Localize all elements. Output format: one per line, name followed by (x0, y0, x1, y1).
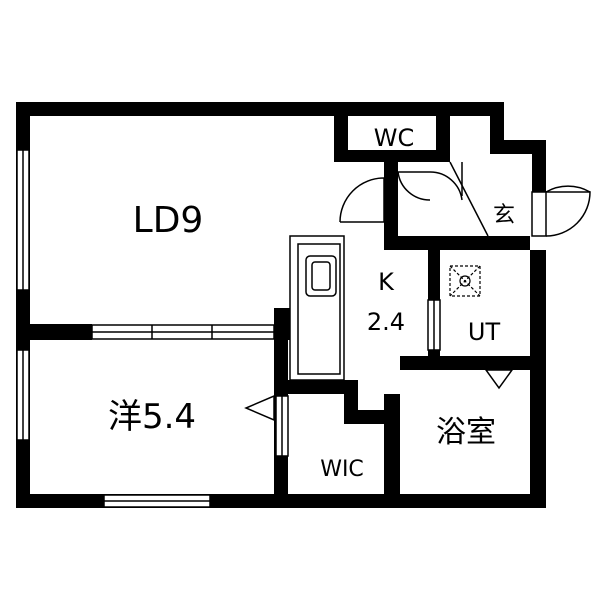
entrance-step (449, 161, 489, 237)
wall-entrance-right (532, 140, 546, 192)
arrow-marker-icon (484, 369, 514, 390)
arrow-marker-icon (244, 394, 275, 422)
wall-hall-left (384, 162, 398, 236)
door-swing-icon[interactable] (339, 177, 385, 223)
wall-wc-right (436, 102, 450, 162)
wall-bath-top (400, 356, 530, 370)
wall-right-upper (490, 102, 504, 142)
sliding-door-rail[interactable] (427, 299, 441, 351)
wall-wic-step-h (344, 410, 400, 424)
sliding-door-rail[interactable] (91, 324, 275, 340)
window-icon (16, 149, 211, 508)
sink-icon (305, 255, 337, 297)
room-label-ld: LD9 (133, 200, 204, 241)
room-label-kitchen: K (378, 268, 395, 296)
wall-top (16, 102, 504, 116)
room-label-wic: WIC (320, 457, 364, 482)
wall-wc-bottom (334, 150, 444, 162)
room-label-kitchen-size: 2.4 (367, 308, 405, 336)
interior-walls (30, 102, 530, 508)
washer-pan-icon (449, 265, 481, 297)
wall-wc-left (334, 102, 348, 158)
door-swing-icon[interactable] (397, 162, 463, 201)
room-label-bath: 浴室 (436, 415, 496, 450)
room-label-utility: UT (468, 318, 501, 346)
room-label-entrance: 玄 (493, 203, 515, 228)
room-label-western: 洋5.4 (108, 397, 196, 437)
wall-ld-western-left (30, 324, 92, 340)
sliding-door-rail[interactable] (275, 395, 289, 457)
door-swing-icon[interactable] (531, 185, 591, 237)
wall-wic-top (288, 380, 344, 394)
room-label-wc: WC (374, 124, 415, 152)
wall-ut-top (384, 236, 530, 250)
wall-right-lower (530, 250, 546, 508)
